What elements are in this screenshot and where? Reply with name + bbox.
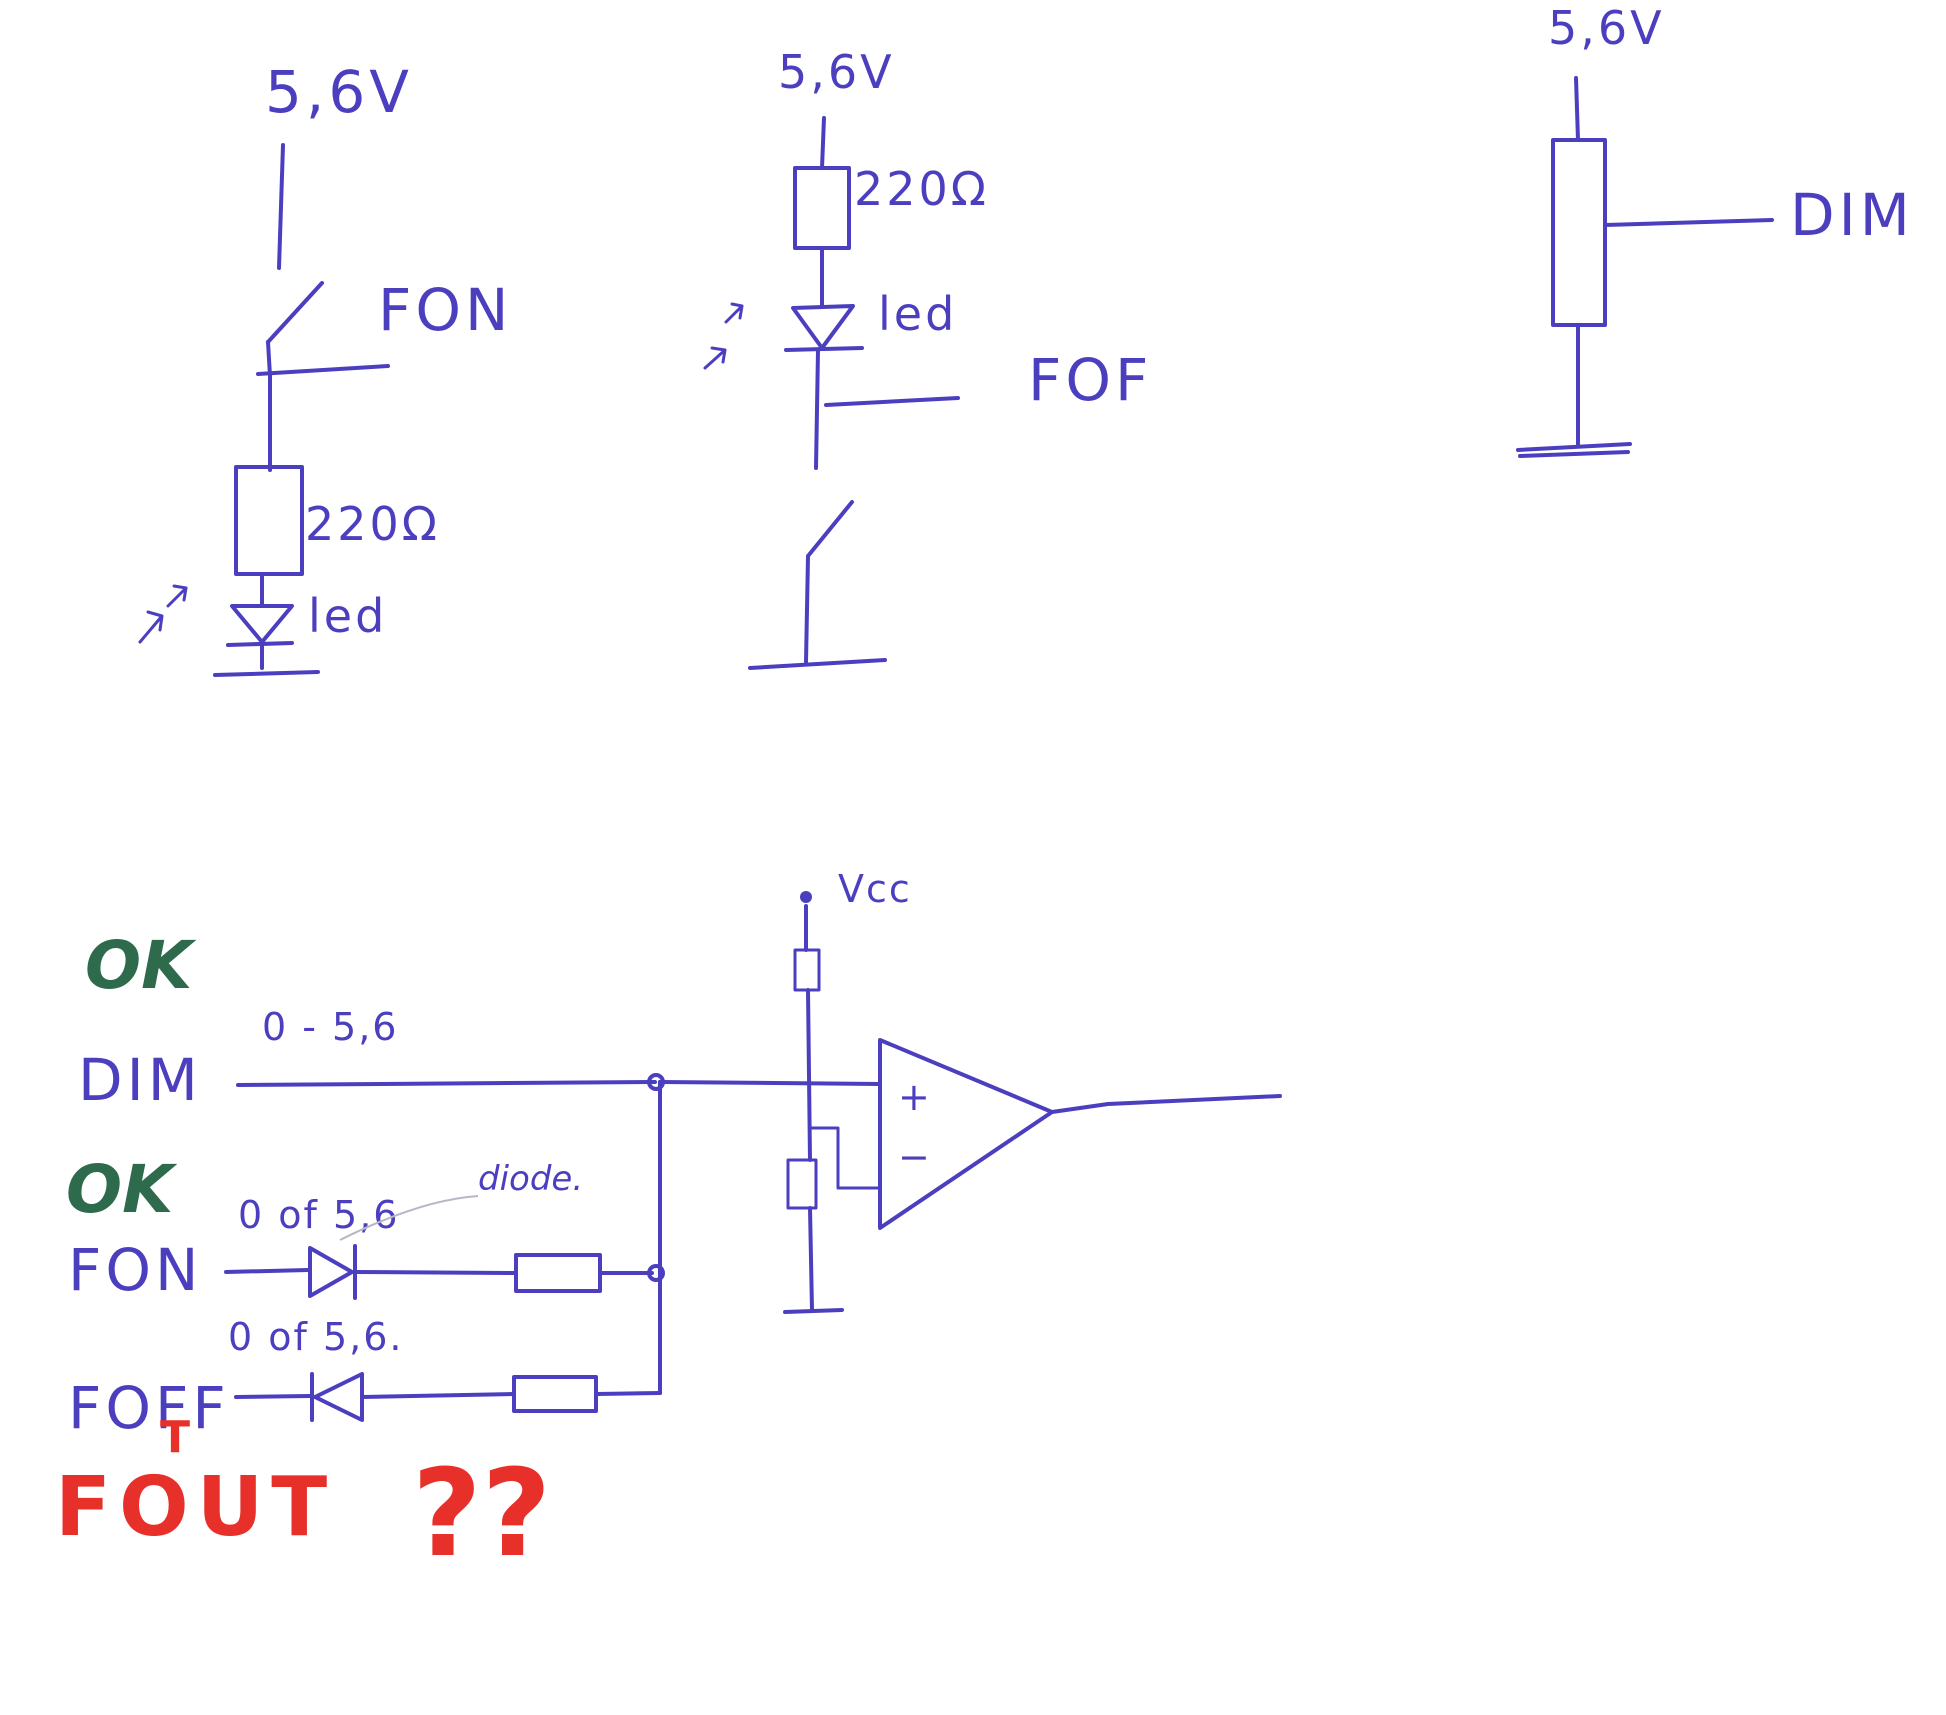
switch-label-fon: FON bbox=[378, 276, 512, 344]
vcc-terminal bbox=[800, 891, 812, 903]
led-2-triangle bbox=[791, 304, 855, 350]
resistor-foff bbox=[512, 1375, 598, 1413]
supply-label-1: 5,6V bbox=[265, 58, 413, 126]
resistor-1 bbox=[234, 465, 304, 576]
supply-label-2: 5,6V bbox=[778, 45, 895, 99]
led-1-label: led bbox=[308, 589, 387, 643]
opamp-minus: − bbox=[898, 1135, 932, 1179]
led-1-triangle bbox=[230, 604, 294, 644]
resistor-fon bbox=[514, 1253, 602, 1293]
circuit-fof-switch: 5,6V 220Ω led FOF bbox=[703, 45, 1152, 670]
wire-supply-3 bbox=[1574, 76, 1580, 142]
wire-divider-tap bbox=[808, 1126, 882, 1190]
comparator-output bbox=[1050, 1094, 1282, 1114]
wire-fon-mid bbox=[353, 1270, 518, 1275]
reference-resistor-bottom bbox=[786, 1158, 818, 1210]
resistor-2 bbox=[793, 166, 851, 250]
comparator-opamp bbox=[878, 1038, 1054, 1230]
diode-note: diode. bbox=[478, 1159, 583, 1199]
switch-label-fof: FOF bbox=[1028, 346, 1152, 414]
circuit-comparator: OK OK DIM FON FOFF 0 - 5,6 0 of 5,6 0 of… bbox=[55, 867, 1282, 1584]
wiper-wire bbox=[1603, 218, 1774, 227]
switch-blade-2 bbox=[804, 500, 854, 664]
pot-output-label-dim: DIM bbox=[1790, 181, 1914, 249]
wire-foff-out bbox=[594, 1391, 662, 1396]
led-2-arrow-a bbox=[703, 346, 727, 370]
fout-correction-t: T bbox=[160, 1412, 190, 1463]
led-1-arrow-b bbox=[166, 584, 188, 608]
wire-supply-2 bbox=[820, 116, 826, 170]
switch-contact-1 bbox=[266, 340, 272, 378]
range-note-dim: 0 - 5,6 bbox=[262, 1005, 398, 1049]
input-label-dim: DIM bbox=[78, 1046, 202, 1114]
wire-foff-in bbox=[234, 1394, 312, 1399]
diode-note-pointer bbox=[339, 1195, 479, 1241]
fout-annotation: FOUT bbox=[55, 1460, 335, 1555]
junction-fon bbox=[647, 1264, 665, 1282]
ground-ref bbox=[783, 1308, 844, 1314]
range-note-foff: 0 of 5,6. bbox=[228, 1315, 403, 1359]
led-2-arrow-b bbox=[724, 302, 744, 324]
circuit-dim-potentiometer: 5,6V DIM bbox=[1516, 1, 1914, 458]
switch-blade-1 bbox=[266, 281, 324, 344]
led-2-label: led bbox=[878, 287, 957, 341]
ok-marker-dim: OK bbox=[85, 927, 197, 1004]
wire-led-switch-2 bbox=[814, 348, 820, 470]
wire-divider bbox=[806, 988, 812, 1162]
question-marks: ?? bbox=[412, 1445, 551, 1584]
ground-1 bbox=[213, 670, 320, 677]
opamp-plus: + bbox=[898, 1075, 932, 1119]
led-1-arrow-a bbox=[138, 610, 164, 644]
potentiometer bbox=[1551, 138, 1607, 327]
input-label-fon: FON bbox=[68, 1236, 202, 1304]
ground-3 bbox=[1516, 442, 1632, 452]
wire-divider-bottom bbox=[808, 1206, 814, 1312]
led-1-bar bbox=[226, 641, 294, 647]
wire-dim bbox=[236, 1080, 657, 1087]
range-note-fon: 0 of 5,6 bbox=[238, 1193, 399, 1237]
switch-bar-1 bbox=[256, 364, 390, 376]
resistor-2-label: 220Ω bbox=[854, 162, 989, 216]
diode-foff-triangle bbox=[313, 1372, 364, 1422]
input-label-foff: FOFF bbox=[68, 1374, 230, 1442]
resistor-1-label: 220Ω bbox=[305, 497, 440, 551]
reference-resistor-top bbox=[793, 948, 821, 992]
supply-label-3: 5,6V bbox=[1548, 1, 1665, 55]
wire-bus-to-plus bbox=[658, 1080, 882, 1086]
diode-fon-triangle bbox=[308, 1246, 354, 1298]
vcc-label: Vcc bbox=[838, 867, 912, 911]
wire-foff-mid bbox=[360, 1392, 516, 1399]
ground-2 bbox=[748, 658, 887, 670]
circuit-fon-switch: 5,6V FON 220Ω led bbox=[138, 58, 512, 677]
switch-bar-2 bbox=[824, 396, 960, 407]
led-2-bar bbox=[784, 346, 864, 352]
wire-supply-1 bbox=[277, 143, 285, 270]
wire-fon-in bbox=[224, 1268, 310, 1274]
ground-3-b bbox=[1518, 450, 1630, 458]
ok-marker-fon: OK bbox=[66, 1151, 178, 1228]
